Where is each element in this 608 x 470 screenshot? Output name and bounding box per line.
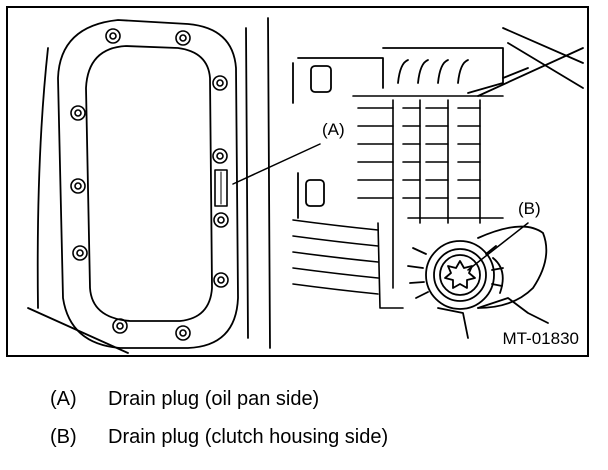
legend-text: Drain plug (clutch housing side) bbox=[108, 426, 389, 448]
legend-item: (A) Drain plug (oil pan side) bbox=[50, 388, 388, 426]
cooling-fins bbox=[352, 95, 504, 289]
legend-item: (B) Drain plug (clutch housing side) bbox=[50, 426, 388, 464]
legend-key: (B) bbox=[50, 426, 77, 448]
oil-pan-inner bbox=[85, 45, 213, 322]
legend-key: (A) bbox=[50, 388, 77, 410]
oil-pan-flange bbox=[57, 19, 239, 349]
figure-id: MT-01830 bbox=[502, 329, 579, 348]
clutch-housing-boss bbox=[477, 225, 548, 309]
housing-outline-left bbox=[36, 47, 49, 309]
callout-a: (A) bbox=[322, 120, 345, 139]
leader-line-b bbox=[467, 222, 529, 271]
oil-pan-bolts bbox=[70, 28, 229, 341]
transmission-diagram: (A) (B) MT-01830 bbox=[6, 6, 589, 357]
drain-plug-a bbox=[214, 169, 228, 207]
housing-edge bbox=[245, 27, 249, 339]
callout-b: (B) bbox=[518, 199, 541, 218]
legend-text: Drain plug (oil pan side) bbox=[108, 388, 320, 410]
drain-plug-b bbox=[407, 240, 504, 310]
housing-outline-bottom-left bbox=[27, 307, 129, 354]
transmission-drawing bbox=[27, 17, 584, 354]
legend: (A) Drain plug (oil pan side) (B) Drain … bbox=[50, 388, 388, 464]
leader-line-a bbox=[232, 143, 321, 185]
